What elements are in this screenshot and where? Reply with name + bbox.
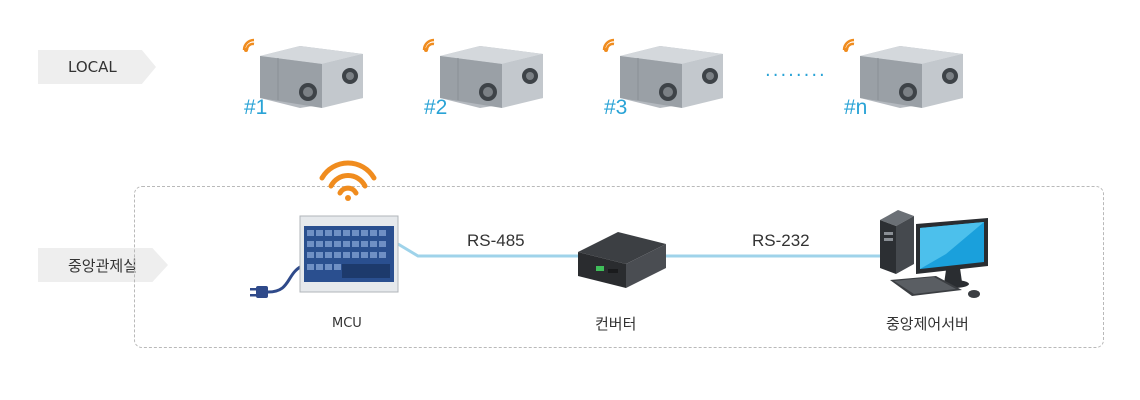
power-cable <box>267 264 303 294</box>
rs485-line <box>397 242 580 258</box>
mouse <box>968 290 980 298</box>
wifi-small-icon <box>602 38 615 52</box>
wifi-icon <box>319 160 377 201</box>
mcu-panel-icon <box>250 215 399 298</box>
wifi-small-icon <box>422 38 435 52</box>
unit-number-label: #n <box>844 96 868 119</box>
ventilation-unit-icon <box>842 38 963 108</box>
ventilation-unit-icon <box>422 38 543 108</box>
local-label: LOCAL <box>68 58 117 76</box>
keyboard <box>890 276 962 296</box>
unit-number-label: #1 <box>244 96 268 119</box>
mcu-label: MCU <box>332 316 362 331</box>
ventilation-unit-icon <box>602 38 723 108</box>
server-label: 중앙제어서버 <box>886 315 969 333</box>
local-tag: LOCAL <box>38 50 156 84</box>
rs485-label: RS-485 <box>467 231 525 250</box>
rs232-label: RS-232 <box>752 231 810 250</box>
unit-number-label: #3 <box>604 96 628 119</box>
ventilation-unit-n: #n <box>838 36 968 126</box>
ellipsis-dots: ········ <box>765 65 827 86</box>
converter-label: 컨버터 <box>595 315 637 333</box>
server-computer-icon <box>880 210 988 298</box>
wifi-small-icon <box>242 38 255 52</box>
wifi-small-icon <box>842 38 855 52</box>
central-room-label: 중앙관제실 <box>68 256 138 275</box>
ventilation-unit-2: #2 <box>418 36 548 126</box>
ventilation-unit-icon <box>242 38 363 108</box>
central-room-tag: 중앙관제실 <box>38 248 168 282</box>
ventilation-unit-1: #1 <box>238 36 368 126</box>
tower-case <box>880 210 914 274</box>
monitor <box>916 218 988 288</box>
ventilation-unit-3: #3 <box>598 36 728 126</box>
converter-icon <box>578 232 666 288</box>
unit-number-label: #2 <box>424 96 448 119</box>
plug-icon <box>250 286 268 298</box>
central-room-box <box>134 186 1104 348</box>
